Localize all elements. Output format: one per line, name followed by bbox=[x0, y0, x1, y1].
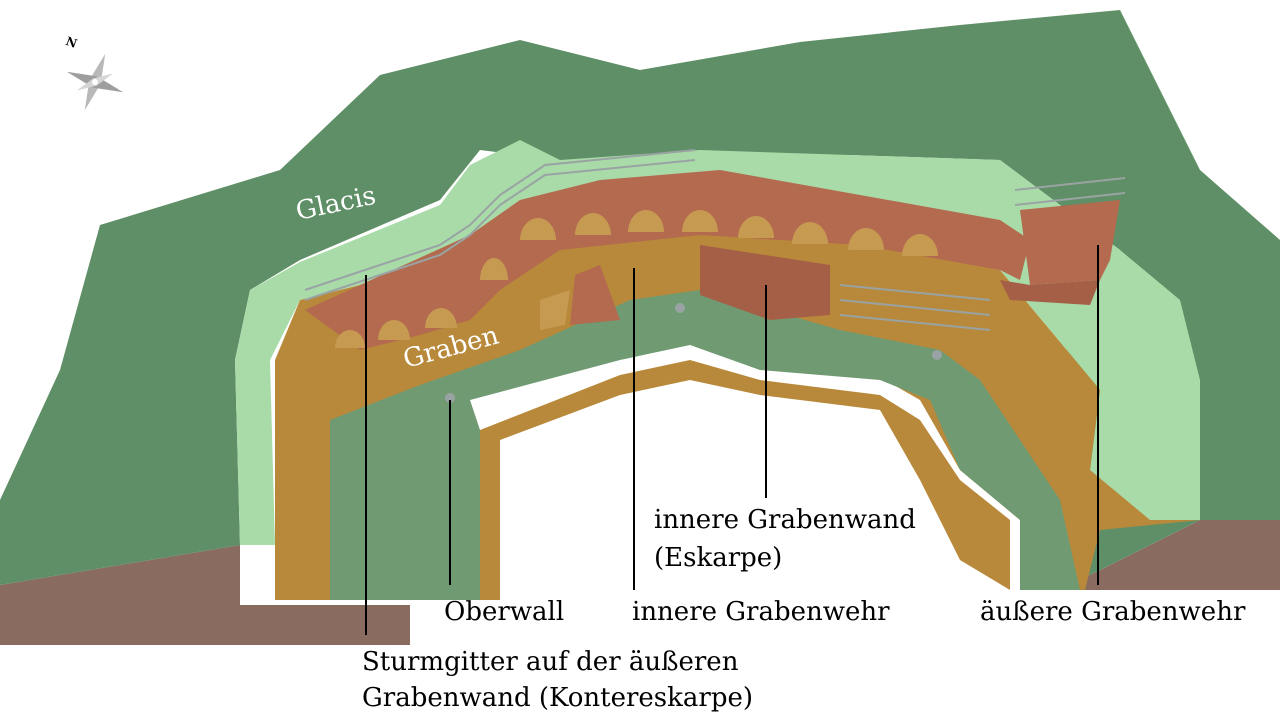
ditch-floor bbox=[275, 225, 1200, 600]
earth-cut-faces bbox=[0, 520, 1280, 645]
label-innere-grabenwand-line1: innere Grabenwand bbox=[654, 505, 916, 535]
escarp-brick-wall bbox=[305, 170, 1120, 350]
ramp bbox=[540, 265, 620, 330]
inner-rampart bbox=[330, 290, 1080, 600]
label-oberwall: Oberwall bbox=[444, 597, 564, 627]
label-sturmgitter-line1: Sturmgitter auf der äußeren bbox=[362, 647, 739, 677]
label-aeussere-grabenwehr: äußere Grabenwehr bbox=[980, 597, 1246, 627]
label-innere-grabenwand-line2: (Eskarpe) bbox=[654, 543, 782, 573]
glacis-surface bbox=[0, 10, 1280, 590]
label-sturmgitter-line2: Grabenwand (Kontereskarpe) bbox=[362, 683, 753, 713]
railings bbox=[304, 149, 1126, 331]
compass-north-letter: N bbox=[64, 34, 79, 51]
label-innere-grabenwehr: innere Grabenwehr bbox=[632, 597, 890, 627]
leader-lines bbox=[365, 245, 1099, 635]
markers bbox=[445, 303, 942, 403]
compass-rose-icon bbox=[66, 53, 124, 111]
